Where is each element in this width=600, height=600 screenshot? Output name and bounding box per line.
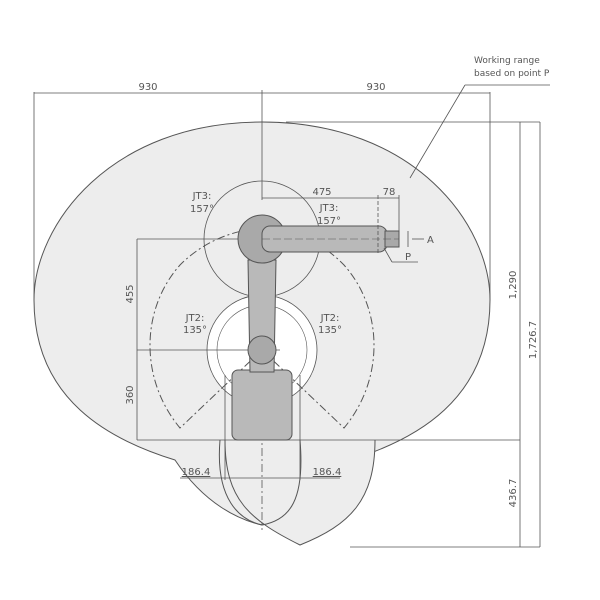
dim-right-offset: 186.4 — [313, 467, 342, 478]
marker-a: A — [427, 235, 434, 246]
dim-top-right: 930 — [366, 82, 385, 93]
jt3-left-angle: 157° — [190, 204, 214, 215]
jt3-right-angle: 157° — [317, 216, 341, 227]
dim-top-left: 930 — [138, 82, 157, 93]
jt2-dashed-arcs — [149, 227, 375, 429]
dim-left-offset: 186.4 — [182, 467, 211, 478]
annotation-line2: based on point P — [474, 69, 550, 79]
annotation-line1: Working range — [474, 56, 540, 66]
dim-wrist-offset: 78 — [383, 187, 396, 198]
dim-height-above-base: 1,290 — [508, 271, 519, 300]
robot-base — [231, 369, 293, 441]
jt3-left-name: JT3: — [192, 191, 212, 202]
jt2-left-angle: 135° — [183, 325, 207, 336]
right-vertical-dimensions — [519, 122, 541, 547]
jt2-right-name: JT2: — [320, 313, 340, 324]
dim-base-height: 360 — [125, 385, 136, 404]
jt2-left-name: JT2: — [185, 313, 205, 324]
arm-dimensions — [262, 195, 424, 263]
robot-arm — [231, 214, 400, 441]
dim-total-height: 1,726.7 — [528, 321, 539, 359]
top-dimensions — [33, 92, 491, 300]
dim-upper-arm: 455 — [125, 284, 136, 303]
marker-p: P — [405, 252, 411, 263]
annotation-leader — [409, 84, 550, 179]
dim-arm-length: 475 — [312, 187, 331, 198]
jt2-right-angle: 135° — [318, 325, 342, 336]
dim-below-base: 436.7 — [508, 479, 519, 508]
jt3-right-name: JT3: — [319, 203, 339, 214]
